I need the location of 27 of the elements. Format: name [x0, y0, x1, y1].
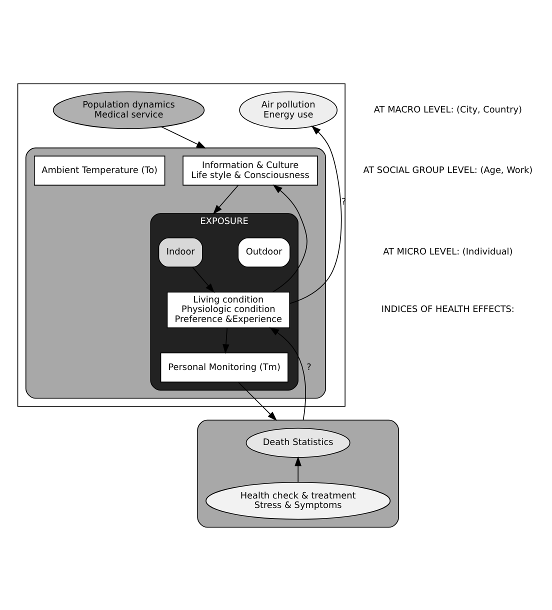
node-box: Ambient Temperature (To) — [34, 155, 166, 186]
label: AT SOCIAL GROUP LEVEL: (Age, Work) — [363, 165, 533, 176]
cluster — [17, 82, 346, 406]
label: INDICES OF HEALTH EFFECTS: — [381, 304, 514, 315]
arrow — [160, 126, 206, 148]
node-ellipse: Population dynamics Medical service — [52, 90, 205, 128]
arrow — [272, 184, 308, 292]
node-ellipse: Death Statistics — [246, 427, 350, 458]
arrow — [222, 326, 230, 354]
arrow — [212, 184, 239, 214]
arrow — [238, 381, 278, 420]
arrow — [294, 456, 302, 482]
node-box: Information & Culture Life style & Consciousness — [182, 155, 318, 186]
node-box: Living condition Physiologic condition Preference &Experience — [166, 291, 290, 328]
node-box: Personal Monitoring (Tm) — [160, 352, 288, 382]
node-ellipse: Health check & treatment Stress & Symptoms — [206, 482, 391, 520]
cluster — [25, 147, 326, 398]
node-box: Outdoor — [238, 236, 290, 267]
node-ellipse: Air pollution Energy use — [239, 90, 338, 128]
label: AT MACRO LEVEL: (City, Country) — [374, 104, 522, 115]
edge-label: ? — [306, 362, 312, 372]
node-box: Indoor — [158, 236, 203, 267]
arrow — [269, 326, 306, 420]
cluster — [197, 419, 399, 528]
arrow — [289, 125, 342, 304]
arrow — [192, 266, 215, 293]
label: AT MICRO LEVEL: (Individual) — [383, 247, 513, 258]
